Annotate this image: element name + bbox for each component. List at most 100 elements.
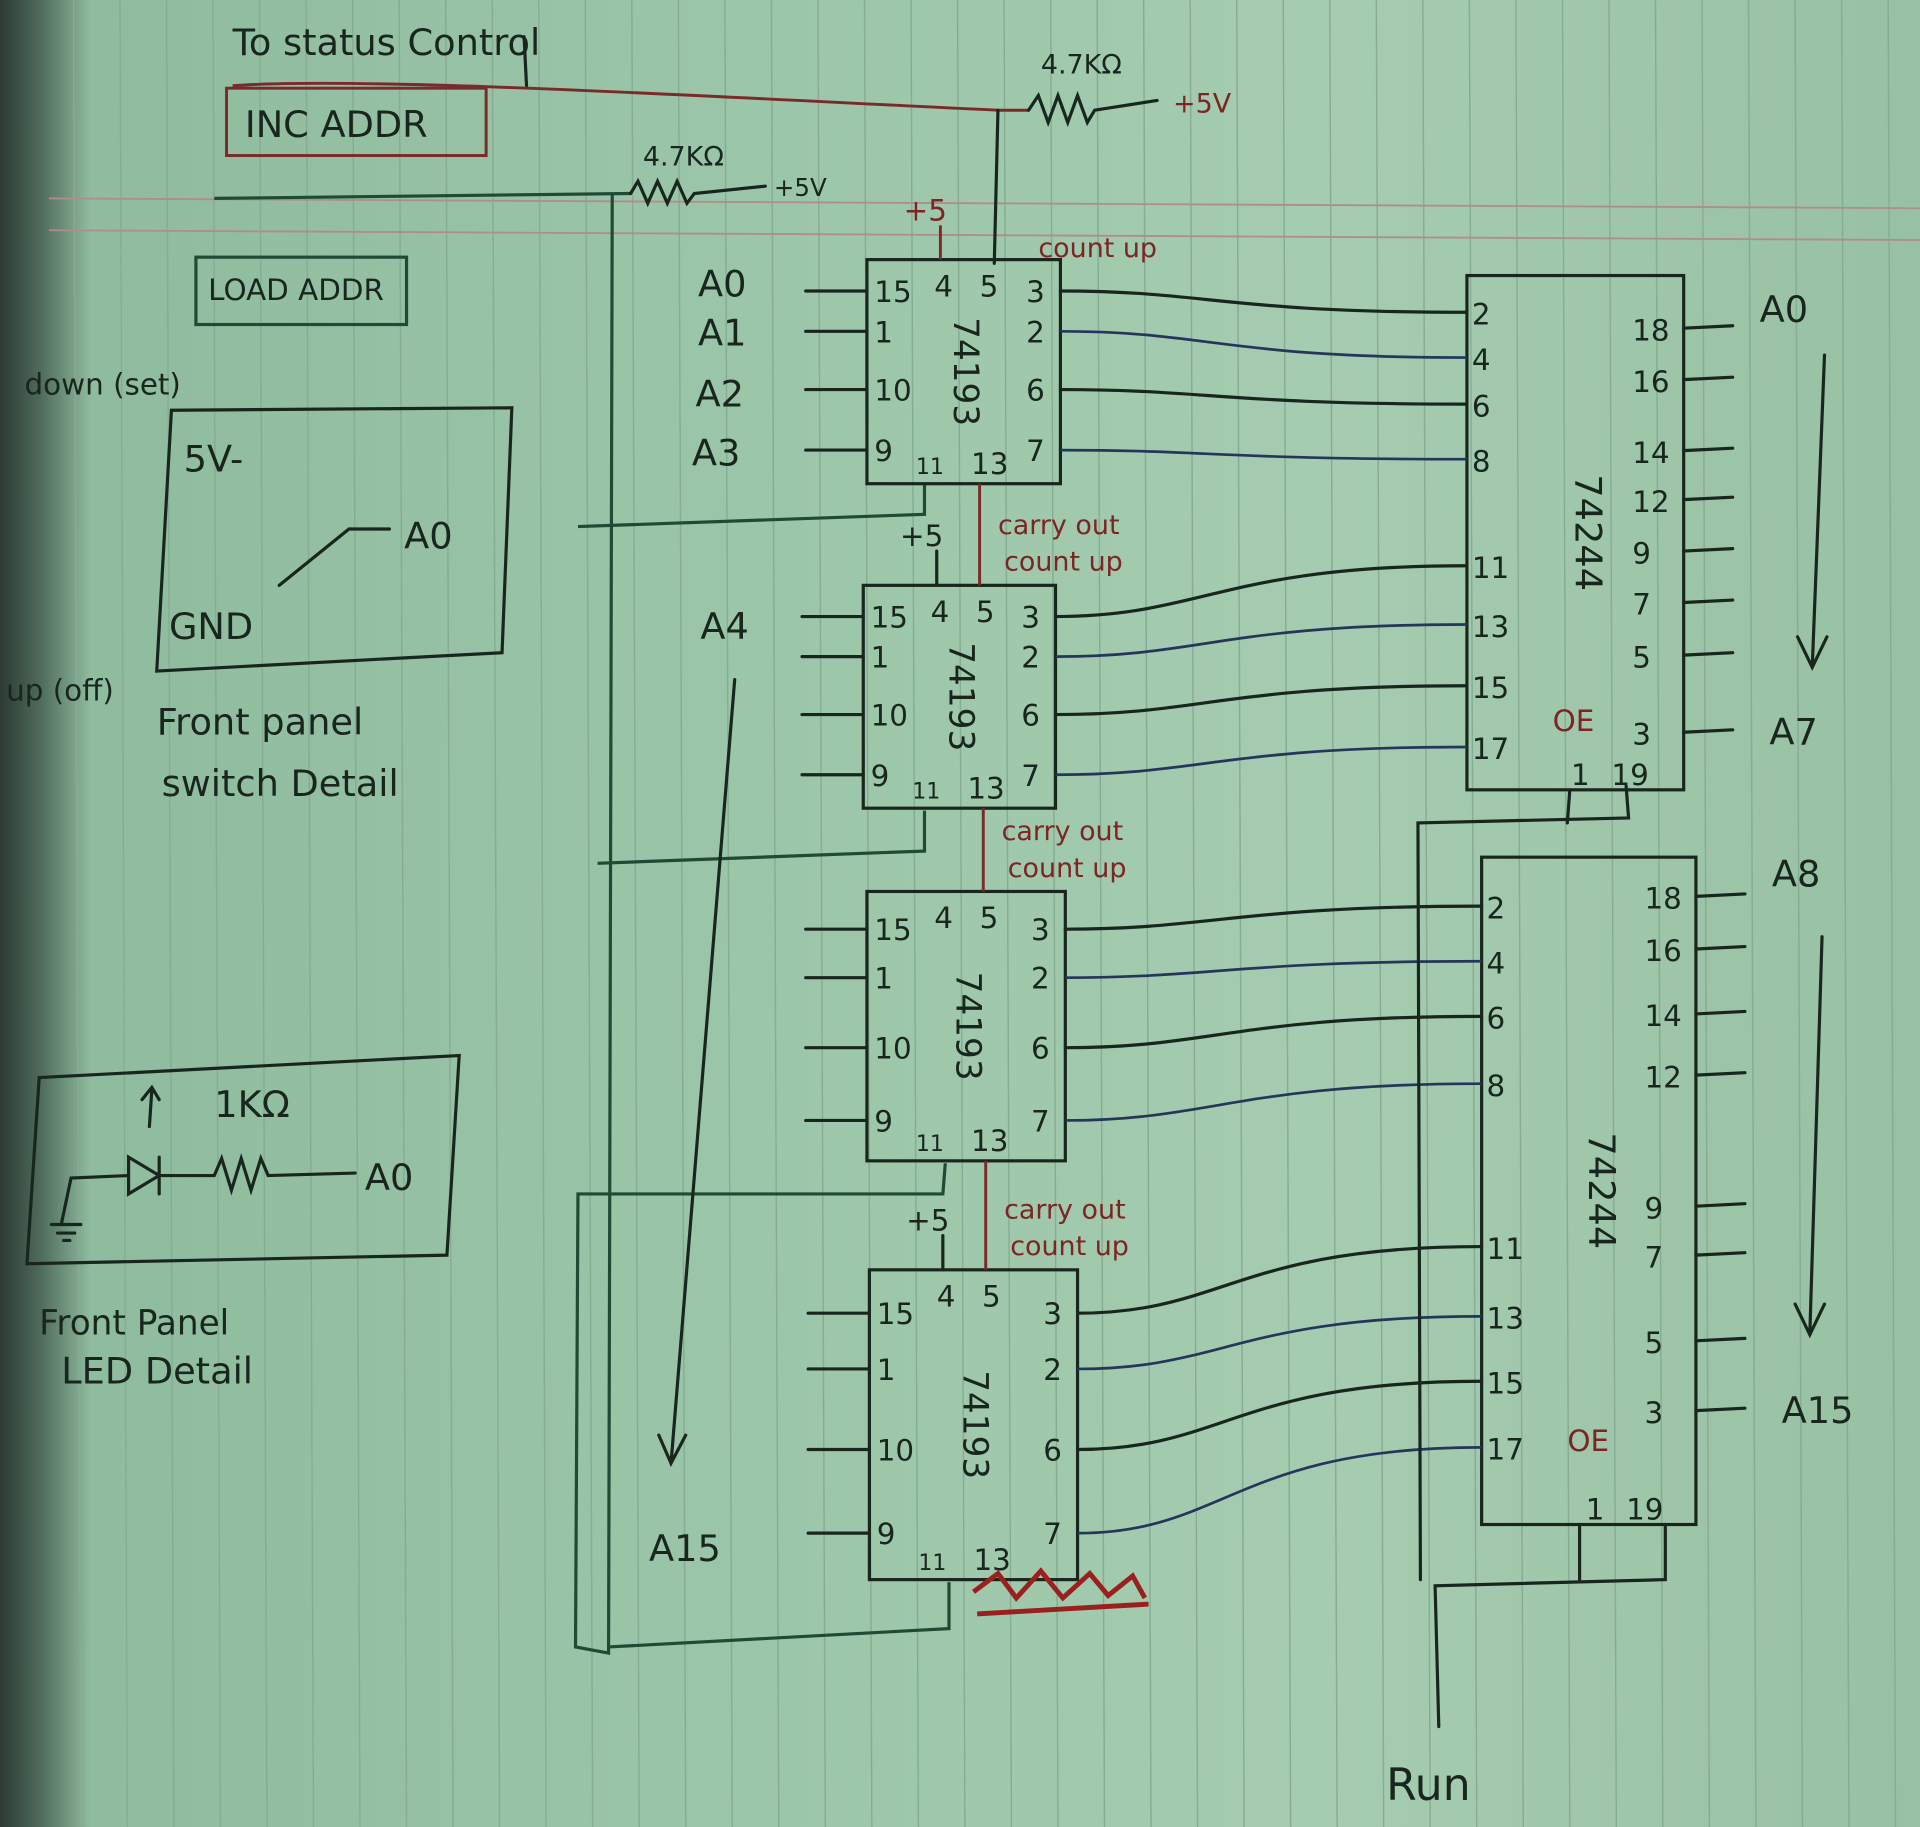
a4-to-a15-arrow bbox=[657, 678, 737, 1467]
rule-line bbox=[956, 0, 966, 1827]
data-wire bbox=[1077, 1446, 1482, 1535]
pullup-top-supply: +5V bbox=[1173, 89, 1232, 120]
pin-label: 14 bbox=[1644, 999, 1681, 1033]
pin-label: 15 bbox=[874, 275, 911, 309]
led-symbol bbox=[59, 1152, 357, 1227]
margin-line bbox=[48, 197, 1920, 210]
count-up-label: count up bbox=[1038, 233, 1157, 264]
rule-line bbox=[1236, 0, 1245, 1827]
output-label-first: A0 bbox=[1760, 288, 1808, 331]
pin-label: 15 bbox=[1487, 1367, 1524, 1401]
rule-line bbox=[1189, 0, 1199, 1827]
data-wire bbox=[1075, 1379, 1484, 1452]
data-wire bbox=[1077, 1315, 1482, 1371]
switch-output-label: A0 bbox=[404, 515, 452, 558]
pin-label: 3 bbox=[1031, 913, 1050, 947]
rule-line bbox=[1747, 0, 1757, 1827]
pin-label: 4 bbox=[934, 901, 953, 935]
a8-to-a15-arrow bbox=[1793, 935, 1827, 1339]
input-a1: A1 bbox=[698, 311, 746, 354]
pin-label: 3 bbox=[1043, 1297, 1062, 1331]
pin-label: 15 bbox=[1472, 671, 1509, 705]
rule-line bbox=[1608, 0, 1618, 1827]
pin-label: 5 bbox=[976, 595, 995, 629]
vcc-label: +5 bbox=[900, 519, 943, 553]
rule-line bbox=[1375, 0, 1385, 1827]
pin-label: 15 bbox=[877, 1297, 914, 1331]
pin-label: 6 bbox=[1031, 1032, 1050, 1066]
rule-line bbox=[305, 0, 315, 1827]
carry-out-label: carry out bbox=[998, 510, 1120, 541]
pin-label: 2 bbox=[1021, 641, 1040, 675]
pullup-load-supply: +5V bbox=[774, 173, 827, 202]
output-pin-line bbox=[1694, 1336, 1747, 1343]
pullup-load-value: 4.7KΩ bbox=[643, 141, 724, 172]
rule-line bbox=[1468, 0, 1478, 1827]
output-label-first: A8 bbox=[1772, 853, 1820, 896]
rule-line bbox=[491, 0, 501, 1827]
data-wires bbox=[1053, 289, 1484, 1535]
data-wire bbox=[1063, 1014, 1484, 1050]
count-up-pullup-wire bbox=[992, 108, 1000, 265]
output-label-last: A7 bbox=[1769, 711, 1817, 754]
pin-label: 4 bbox=[937, 1280, 956, 1314]
switch-lever bbox=[277, 527, 391, 587]
pin-label: 1 bbox=[1571, 758, 1590, 792]
pin-label: 13 bbox=[971, 1124, 1008, 1158]
crossed-out-label bbox=[972, 1567, 1149, 1617]
buffer-chip-body bbox=[1465, 273, 1686, 792]
rule-line bbox=[1422, 0, 1431, 1827]
led-light-arrow-icon bbox=[140, 1084, 161, 1129]
pin-label: 5 bbox=[1644, 1326, 1663, 1360]
output-pin-line bbox=[1682, 547, 1735, 553]
rule-line bbox=[1840, 0, 1850, 1827]
inc-addr-wire bbox=[232, 81, 1029, 112]
inc-addr-label: INC ADDR bbox=[245, 103, 428, 146]
led-resistor-label: 1KΩ bbox=[214, 1083, 289, 1126]
pin-label: 4 bbox=[1472, 343, 1491, 377]
pin-label: 11 bbox=[912, 779, 940, 804]
pin-label: 6 bbox=[1043, 1434, 1062, 1468]
pin-label: 4 bbox=[934, 269, 953, 303]
counter-chip-body bbox=[867, 1268, 1080, 1582]
chip-part-number: 74193 bbox=[947, 972, 987, 1081]
pin-label: 9 bbox=[1632, 536, 1651, 570]
pin-label: 7 bbox=[1632, 588, 1651, 622]
pin-label: 13 bbox=[967, 771, 1004, 805]
count-up-label: count up bbox=[1004, 547, 1123, 578]
rule-line bbox=[119, 0, 129, 1827]
pin-label: 2 bbox=[1472, 298, 1491, 332]
rule-line bbox=[770, 0, 780, 1827]
run-label: Run bbox=[1386, 1760, 1471, 1811]
input-a0: A0 bbox=[698, 262, 746, 305]
input-a3: A3 bbox=[692, 431, 740, 474]
switch-up-label: up (off) bbox=[6, 673, 114, 707]
pin-label: 3 bbox=[1632, 718, 1651, 752]
run-oe-wire bbox=[1416, 784, 1667, 1729]
pin-label: 7 bbox=[1021, 759, 1040, 793]
pin-label: 9 bbox=[877, 1517, 896, 1551]
switch-gnd-label: GND bbox=[169, 605, 253, 648]
output-pin-line bbox=[1682, 495, 1735, 502]
load-addr-box bbox=[194, 255, 409, 327]
pin-label: 18 bbox=[1644, 882, 1681, 916]
rule-line bbox=[631, 0, 640, 1827]
rule-line bbox=[351, 0, 361, 1827]
ground-icon bbox=[49, 1222, 83, 1243]
carry-out-label: carry out bbox=[1002, 816, 1124, 847]
pin-label: 13 bbox=[1487, 1302, 1524, 1336]
rule-line bbox=[1096, 0, 1106, 1827]
load-wire-4 bbox=[608, 1582, 951, 1649]
output-pin-line bbox=[1682, 651, 1735, 657]
output-pin-line bbox=[1694, 1406, 1747, 1413]
pin-label: 17 bbox=[1487, 1433, 1524, 1467]
input-a4: A4 bbox=[700, 605, 748, 648]
rule-line bbox=[1794, 0, 1804, 1827]
switch-detail-box bbox=[155, 406, 514, 673]
output-label-last: A15 bbox=[1782, 1389, 1854, 1432]
